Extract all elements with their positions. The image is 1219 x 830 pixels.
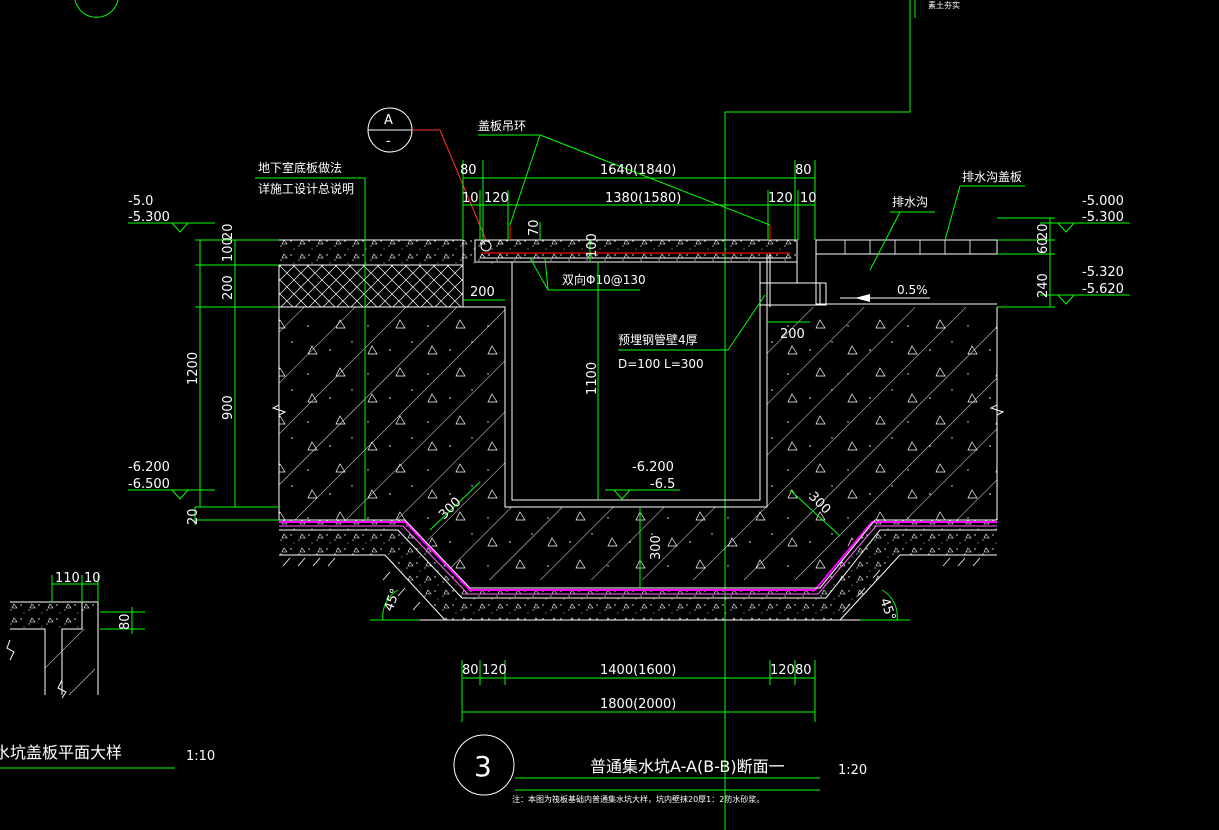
dim-bot-inner: 1400(1600) [600,663,676,678]
dim-inner-span: 1380(1580) [605,191,681,206]
elevation-markers: -5.0 -5.300 -5.000 -5.300 -5.320 -5.620 … [128,194,1130,500]
dim-top-total: 1640(1840) [600,163,676,178]
title-scale: 1:20 [838,763,867,778]
dim-120-right: 120 [768,191,793,206]
dim-200-wall-right: 200 [780,327,805,342]
slope-dimensions [370,481,910,621]
dim-bot-120-left: 120 [482,663,507,678]
dim-200-wall-left: 200 [470,285,495,300]
left-vertical-dimensions [194,239,279,525]
dim-v20-bottom: 20 [186,508,201,525]
title-number: 3 [474,750,492,783]
angle-right: 45° [876,596,898,623]
dim-v60: 60 [1036,237,1051,254]
dim-120-left: 120 [484,191,509,206]
elev-right-top-b: -5.300 [1082,210,1124,225]
right-vertical-labels: 20 60 240 [1036,223,1051,298]
dim-bot-120-right: 120 [770,663,795,678]
note-drain-cover: 排水沟盖板 [962,170,1022,184]
top-dimensions [462,160,816,500]
detail-dim-110: 110 [55,571,80,586]
note-rebar: 双向Φ10@130 [562,272,646,287]
note-leaders: A - 地下室底板做法 详施工设计总说明 盖板吊环 排水沟 排水沟盖板 双向Φ1… [255,107,1025,520]
angle-left: 45° [382,587,404,614]
title-text: 普通集水坑A-A(B-B)断面一 [590,757,785,776]
dim-v20-right: 20 [1036,223,1051,240]
dim-70: 70 [527,219,542,236]
dim-10-left: 10 [462,191,479,206]
elev-left-top-a: -5.0 [128,194,153,209]
elev-left-top-b: -5.300 [128,210,170,225]
section-callout-bottom: - [386,134,391,149]
title-block: 3 普通集水坑A-A(B-B)断面一 1:20 注：本图为筏板基础内普通集水坑大… [453,734,867,804]
bottom-dimension-labels: 80 120 1400(1600) 120 80 1800(2000) [462,663,812,712]
dim-v200: 200 [221,275,236,300]
elev-left-bottom-b: -6.500 [128,477,170,492]
note-drain-channel: 排水沟 [892,195,928,209]
break-lines [271,400,1005,420]
dim-v20-top: 20 [221,223,236,240]
right-vertical-dimensions [997,217,1055,308]
detail-dim-80: 80 [118,613,133,630]
soil-hatch [282,557,981,613]
concrete-body [278,307,998,580]
dim-1100: 1100 [585,362,600,395]
dim-10-right: 10 [800,191,817,206]
waterproof-membrane [279,519,997,621]
dim-100: 100 [585,233,600,258]
detail-scale: 1:10 [186,749,215,764]
bottom-dimensions [461,660,816,722]
dim-v240: 240 [1036,273,1051,298]
dim-bot-80-right: 80 [795,663,812,678]
note-pipe-1: 预埋钢管壁4厚 [618,332,698,347]
dim-v900: 900 [221,395,236,420]
top-circle-fragment [74,0,119,18]
left-vertical-labels: 20 100 200 1200 900 20 [186,223,236,525]
dim-bot-80-left: 80 [462,663,479,678]
dim-300-mid: 300 [649,535,664,560]
elev-pit-a: -6.200 [632,460,674,475]
top-right-note: 素土夯实 [928,0,960,10]
dim-top-80-left: 80 [460,163,477,178]
title-note: 注：本图为筏板基础内普通集水坑大样，坑内壁抹20厚1：2防水砂浆。 [512,794,764,804]
cover-detail: 110 10 80 水坑盖板平面大样 1:10 [0,571,215,769]
drain-channel-slab: 0.5% [759,239,998,307]
elev-left-bottom-a: -6.200 [128,460,170,475]
elev-right-top-a: -5.000 [1082,194,1124,209]
slope-label: 0.5% [897,283,928,297]
elev-right-mid-a: -5.320 [1082,265,1124,280]
cover-plate [474,225,798,263]
note-floor-slab-2: 详施工设计总说明 [258,181,354,196]
dim-v1200: 1200 [186,352,201,385]
top-right-leader: 素土夯实 [724,0,960,830]
note-pipe-2: D=100 L=300 [618,357,704,371]
dim-bot-total: 1800(2000) [600,697,676,712]
detail-title: 水坑盖板平面大样 [0,743,122,762]
elev-right-mid-b: -5.620 [1082,282,1124,297]
top-dimension-labels: 80 1640(1840) 80 10 120 1380(1580) 120 1… [460,163,817,395]
detail-dim-10: 10 [84,571,101,586]
note-floor-slab-1: 地下室底板做法 [258,160,342,175]
insulation-layer [278,239,464,308]
dim-top-80-right: 80 [795,163,812,178]
elev-pit-b: -6.5 [650,477,675,492]
note-cover-ring: 盖板吊环 [478,119,526,133]
dim-v100: 100 [221,237,236,262]
section-callout-top: A [384,113,393,128]
